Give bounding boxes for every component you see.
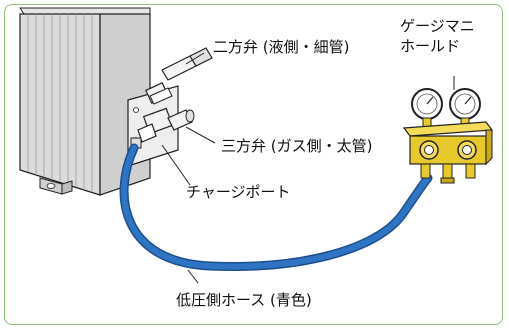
gauge-manifold-label-line2: ホールド bbox=[400, 37, 461, 55]
two-way-valve bbox=[145, 47, 213, 105]
gauge-manifold-label-line1: ゲージマニ bbox=[400, 17, 475, 35]
low-pressure-hose bbox=[119, 143, 433, 271]
gauge-manifold bbox=[402, 88, 494, 184]
charge-port-label: チャージポート bbox=[186, 183, 291, 201]
low-pressure-hose-label: 低圧側ホース (青色) bbox=[176, 291, 312, 309]
three-way-valve-label: 三方弁 (ガス側・太管) bbox=[221, 137, 373, 155]
three-way-valve bbox=[130, 107, 195, 149]
two-way-valve-label: 二方弁 (液側・細管) bbox=[213, 38, 350, 56]
gauge-manifold-label: ゲージマニ ホールド bbox=[400, 16, 475, 56]
leader-lines bbox=[161, 52, 455, 284]
